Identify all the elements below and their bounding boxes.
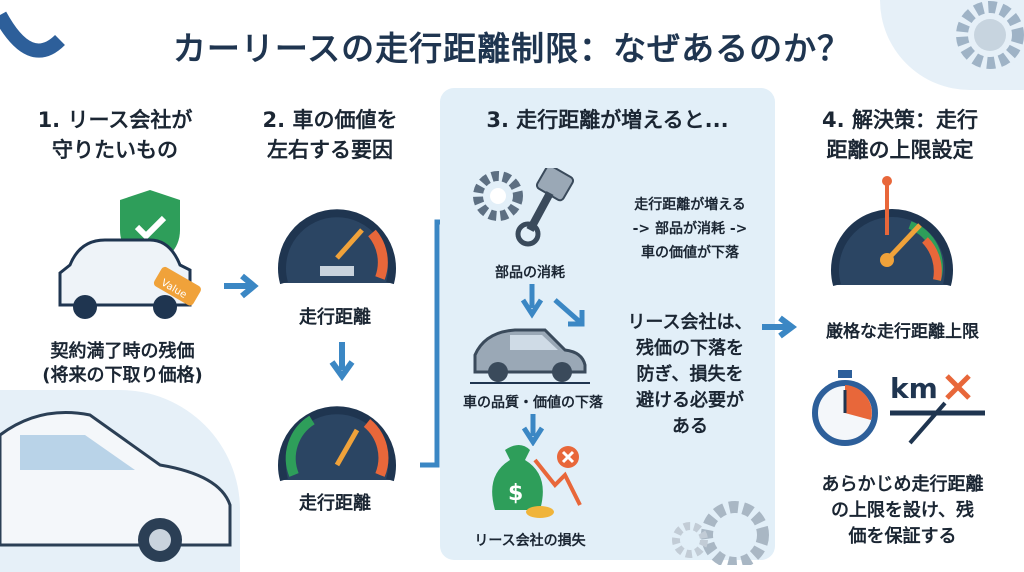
conclusion-line: リース会社は、 [627,312,753,333]
conclusion-line: 残価の下落を [636,338,744,359]
arrow-right-icon [224,273,259,299]
arrow-right-icon [762,315,797,339]
caption-line: 契約満了時の残価 [50,341,195,362]
damaged-car-icon [470,328,590,384]
conclusion-line: 防ぎ、損失を [636,364,744,385]
tire-decoration-icon [0,11,65,58]
heading-line: 距離の上限設定 [826,138,974,162]
flow-line: 走行距離が増える [634,197,746,213]
step4-heading: 4. 解決策：走行 距離の上限設定 [790,105,1010,165]
gauge1-label: 走行距離 [299,307,371,328]
arrow-down-icon [329,342,355,382]
km-cross-icon [890,374,985,445]
km-label: km [890,372,938,405]
conclusion-line: 避ける必要が [636,390,744,411]
flow-line: -> 部品が消耗 -> [632,221,748,237]
car-illustration-icon [0,411,232,562]
svg-text:$: $ [508,481,523,506]
step3-heading: 3. 走行距離が増えると... [486,108,729,132]
page-title: カーリースの走行距離制限：なぜあるのか？ [172,29,852,68]
speedometer-low-icon [278,209,396,285]
parts-label: 部品の消耗 [495,265,565,281]
speedometer-high-icon [278,406,396,482]
heading-line: 守りたいもの [52,138,178,162]
conclusion-line: ある [672,416,708,437]
car-quality-label: 車の品質・価値の下落 [463,395,603,411]
arrow-down-icon [520,284,585,327]
step1-caption: 契約満了時の残価 (将来の下取り価格) [10,340,235,388]
step4-caption: あらかじめ走行距離 の上限を設け、残 価を保証する [790,472,1015,550]
heading-line: 1. リース会社が [37,108,193,132]
flow-text: 走行距離が増える -> 部品が消耗 -> 車の価値が下落 [605,193,775,265]
flow-line: 車の価値が下落 [641,245,739,261]
caption-line: あらかじめ走行距離 [821,474,984,495]
gear-piston-icon [473,168,575,247]
step1-heading: 1. リース会社が 守りたいもの [10,105,220,165]
gears-decoration-icon [672,501,769,565]
loss-label: リース会社の損失 [474,533,586,549]
caption-line: の上限を設け、残 [830,500,975,521]
arrow-down-icon [521,414,545,446]
heading-line: 2. 車の価値を [262,108,398,132]
conclusion-text: リース会社は、 残価の下落を 防ぎ、損失を 避ける必要が ある [610,310,770,440]
speedometer-limit-icon [831,176,953,287]
heading-line: 4. 解決策：走行 [822,108,978,132]
gear-decoration-icon [956,1,1024,69]
step2-heading: 2. 車の価値を 左右する要因 [230,105,430,165]
heading-line: 左右する要因 [267,138,393,162]
caption-line: (将来の下取り価格) [42,365,203,386]
limit-label: 厳格な走行距離上限 [826,322,979,342]
gauge2-label: 走行距離 [299,493,371,514]
caption-line: 価を保証する [848,526,957,547]
stopwatch-icon [812,370,878,446]
money-loss-icon: $ [492,445,582,518]
protected-car-icon: Value [58,190,201,319]
